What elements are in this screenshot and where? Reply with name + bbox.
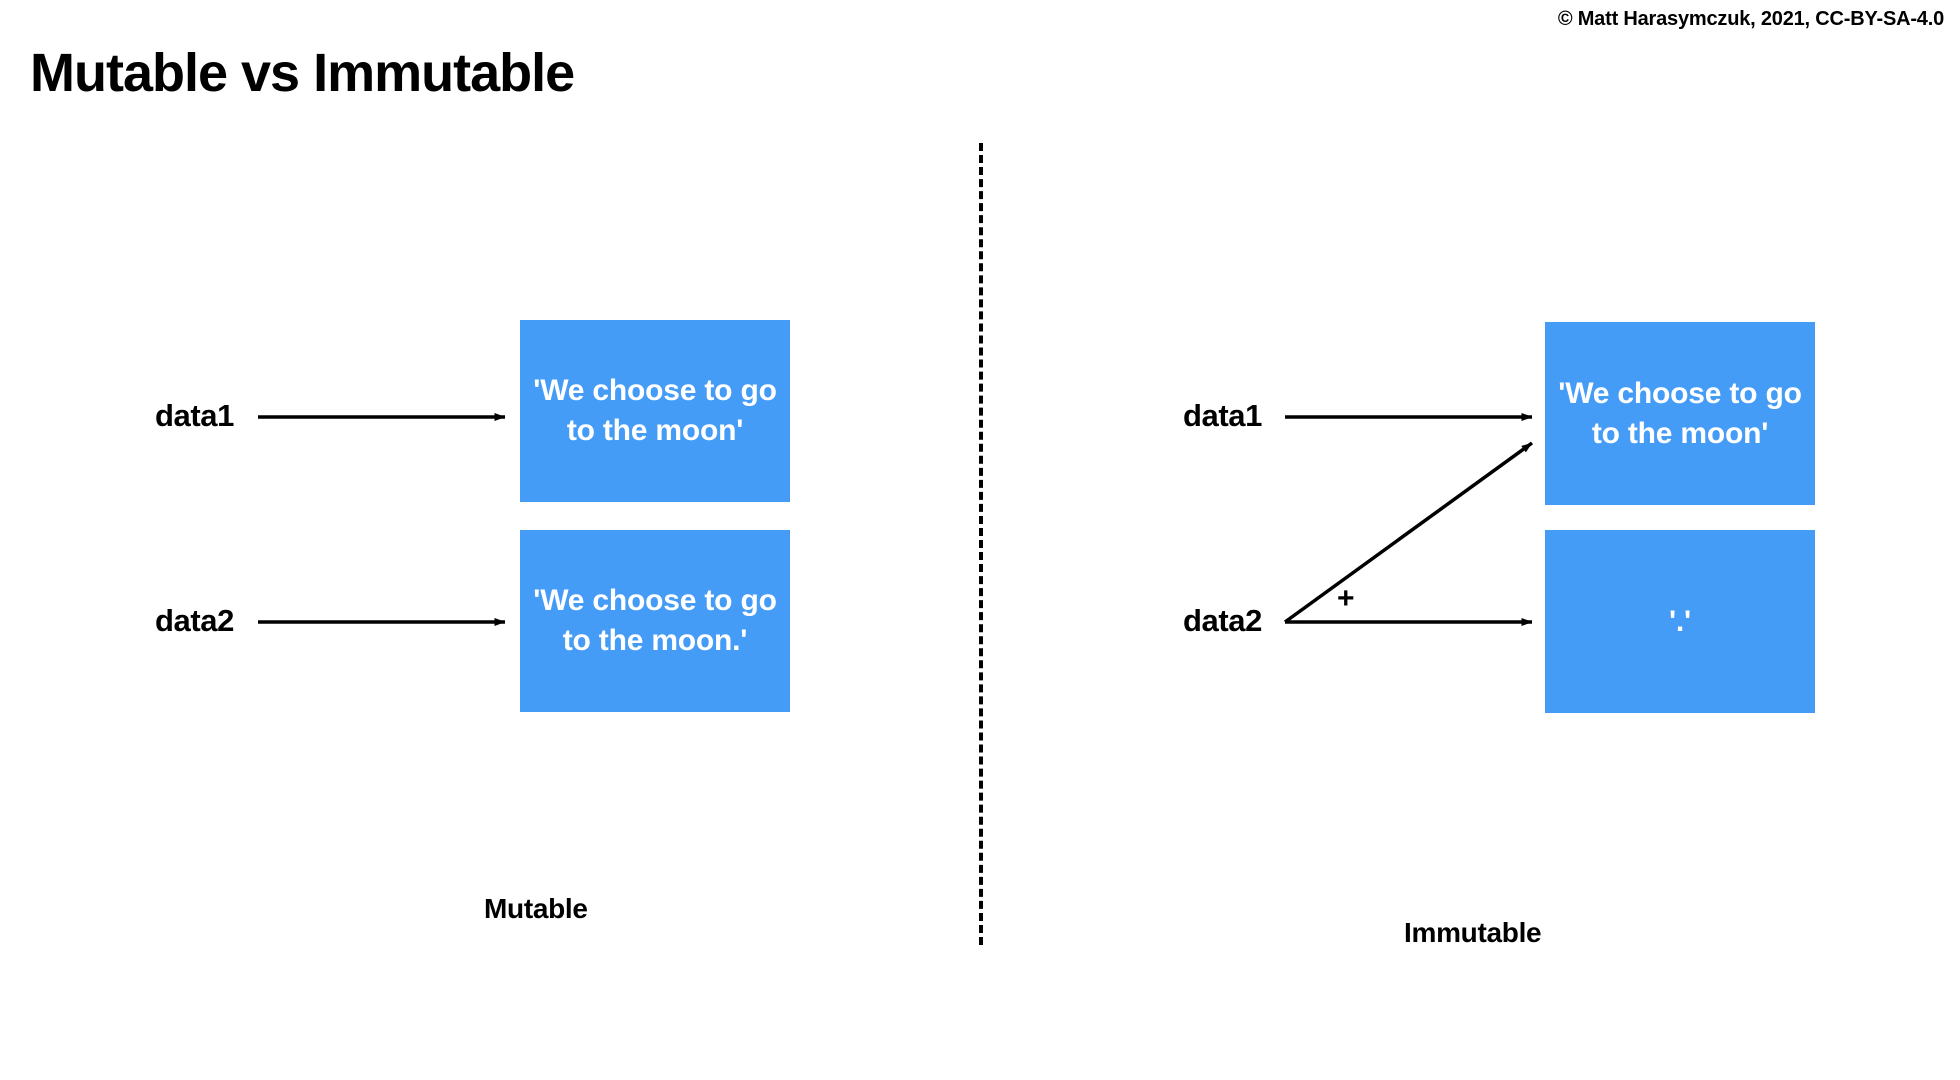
right-string-box-2: '.' [1545,530,1815,713]
panel-divider [979,143,983,945]
right-variable-label-data1: data1 [1183,398,1262,433]
left-variable-label-data1: data1 [155,398,234,433]
page-title: Mutable vs Immutable [30,43,575,103]
copyright-notice: © Matt Harasymczuk, 2021, CC-BY-SA-4.0 [1557,8,1944,30]
left-string-box-1: 'We choose to go to the moon' [520,320,790,502]
concat-operator-label: + [1337,582,1355,615]
left-variable-label-data2: data2 [155,603,234,638]
right-arrow-diagonal-concat [1283,441,1534,624]
right-panel-caption: Immutable [1404,917,1542,948]
right-string-box-1: 'We choose to go to the moon' [1545,322,1815,505]
left-string-box-2: 'We choose to go to the moon.' [520,530,790,712]
left-panel-caption: Mutable [484,893,588,924]
right-variable-label-data2: data2 [1183,603,1262,638]
